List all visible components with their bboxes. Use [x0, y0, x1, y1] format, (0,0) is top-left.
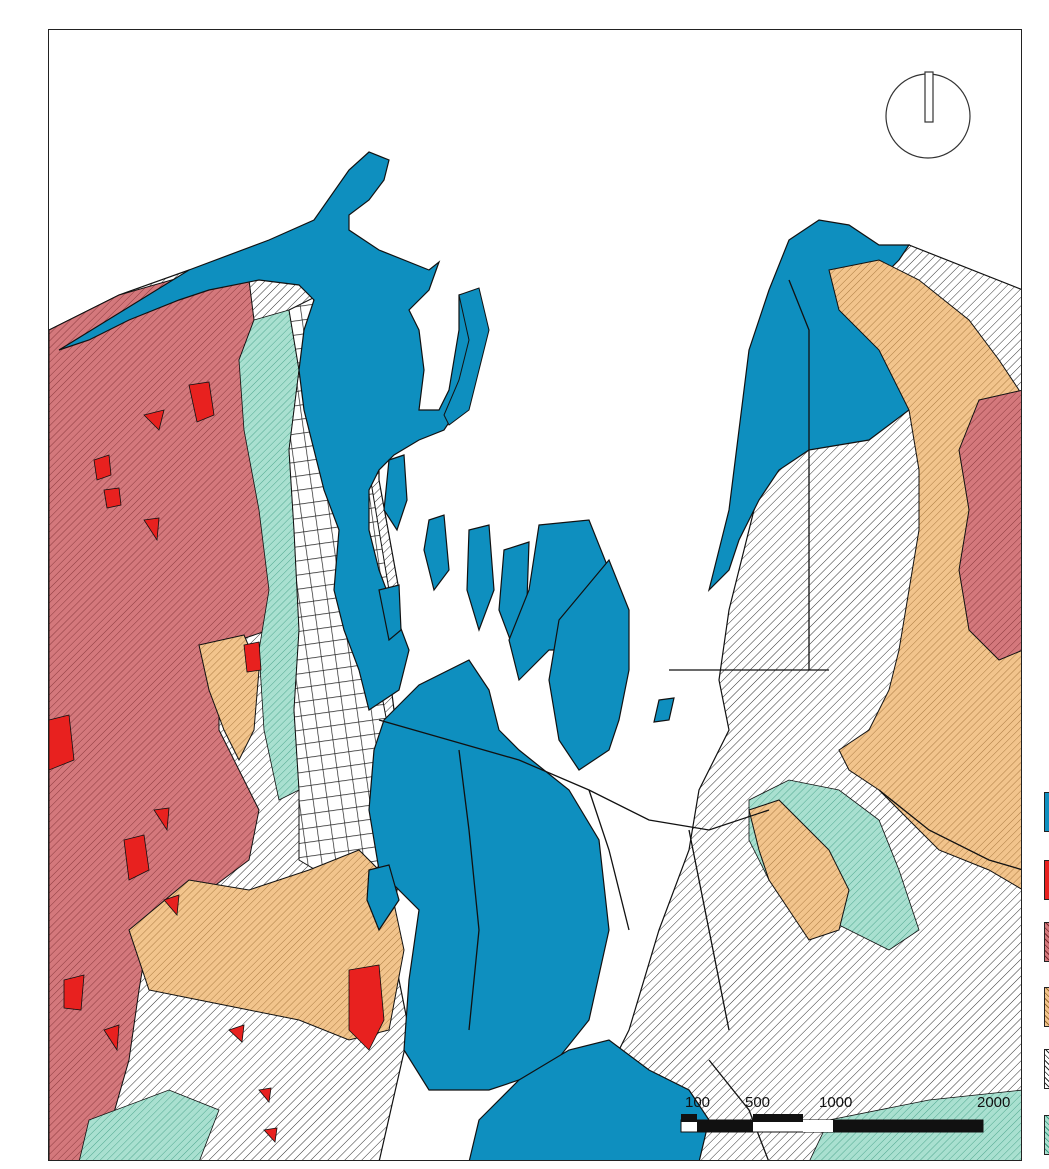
legend-urban-swatch	[1044, 1049, 1049, 1089]
legend-high-risk-swatch	[1044, 860, 1049, 900]
roads	[378, 279, 1021, 1160]
map-canvas[interactable]	[49, 30, 1022, 1161]
map-frame[interactable]: 100 500 1000 2000	[48, 29, 1022, 1161]
scale-label-500: 500	[745, 1094, 771, 1111]
east-medium-risk-zone	[958, 389, 1021, 661]
river-islands	[366, 454, 675, 1091]
scale-label-1000: 1000	[819, 1094, 853, 1111]
west-low-risk-zone-south	[128, 849, 405, 1041]
legend-medium-risk-swatch	[1044, 922, 1049, 962]
west-low-risk-zone-north	[198, 634, 260, 762]
north-arrow-icon	[885, 71, 971, 159]
east-low-risk-zone-south	[748, 799, 850, 941]
west-green-corner	[79, 1089, 220, 1160]
port-pier	[443, 287, 490, 426]
east-south-water	[468, 1039, 710, 1160]
west-high-risk-patches	[49, 381, 385, 1143]
scale-label-100: 100	[685, 1094, 711, 1111]
legend-water-swatch	[1044, 792, 1049, 832]
scale-bar	[680, 1114, 984, 1133]
legend-low-risk-swatch	[1044, 987, 1049, 1027]
legend-green-zone-swatch	[1044, 1115, 1049, 1155]
scale-label-2000: 2000	[977, 1094, 1011, 1111]
port-water-area	[58, 151, 480, 711]
